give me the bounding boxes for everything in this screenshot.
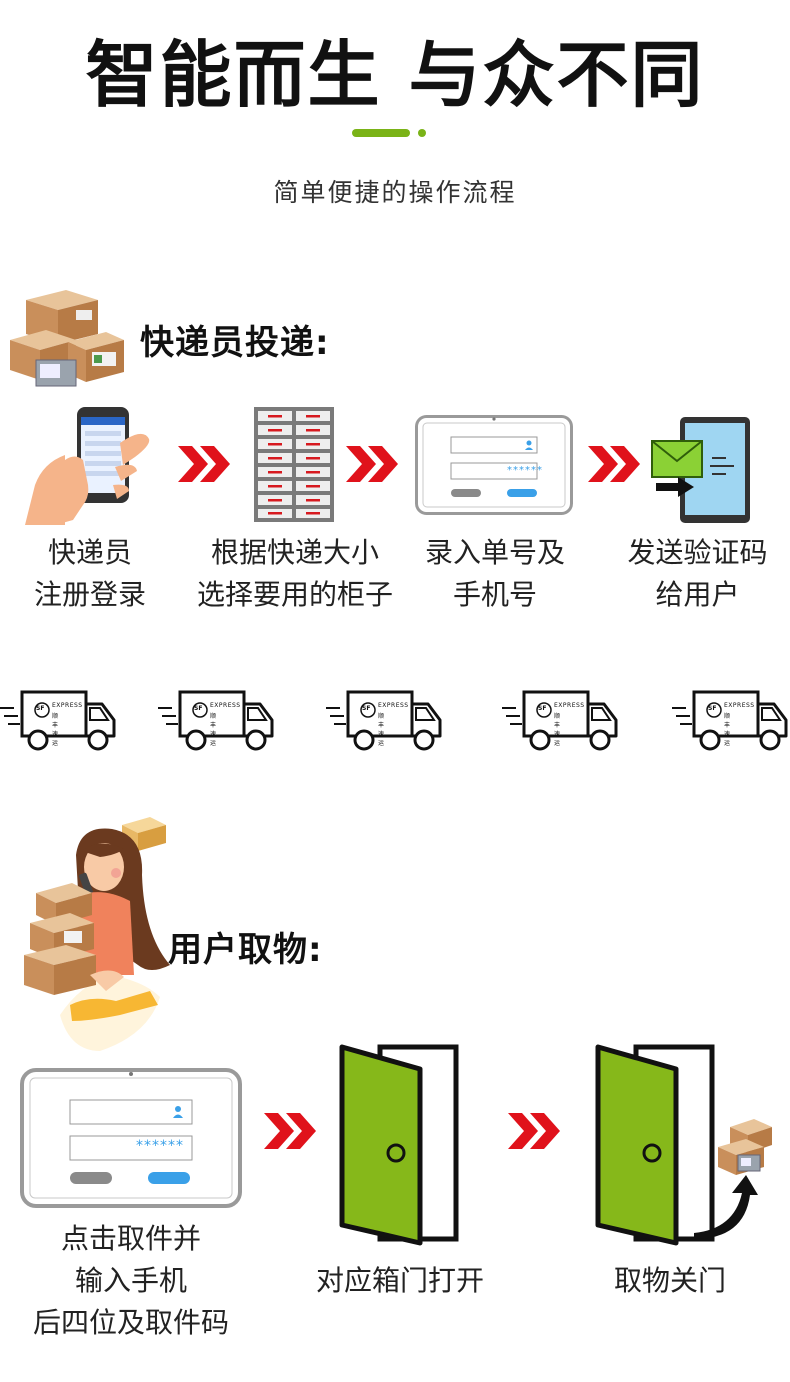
page-subtitle: 简单便捷的操作流程: [273, 178, 517, 207]
phone-login-icon: [25, 405, 155, 525]
title-underline: [352, 129, 410, 137]
close-door-icon: [594, 1043, 790, 1247]
courier-step-caption: 根据快递大小选择要用的柜子: [196, 536, 393, 611]
arrow-right-icon: [178, 446, 230, 482]
parcel-boxes-icon: [6, 282, 126, 387]
truck-brand-en: EXPRESS: [554, 702, 585, 709]
courier-heading: 快递员投递:: [140, 323, 330, 363]
courier-step-caption: 快递员注册登录: [33, 536, 146, 611]
user-step-caption: 取物关门: [613, 1264, 726, 1297]
truck-logo: SF: [708, 705, 717, 712]
locker-cabinet-icon: [254, 407, 334, 522]
arrow-right-icon: [588, 446, 640, 482]
delivery-trucks-row: SF EXPRESS 顺丰速运 SF EXPRESS 顺丰速运 SF EXPRESS 顺丰速…: [0, 686, 790, 756]
password-mask: ******: [136, 1138, 184, 1154]
truck-brand-cn: 顺丰速运: [210, 713, 217, 747]
open-door-icon: [338, 1043, 460, 1247]
user-step-caption: 对应箱门打开: [315, 1264, 484, 1297]
user-step-caption: 点击取件并输入手机后四位及取件码: [32, 1222, 229, 1339]
user-heading: 用户取物:: [168, 930, 323, 970]
arrow-right-icon: [508, 1113, 560, 1149]
truck-logo: SF: [36, 705, 45, 712]
send-code-icon: [650, 415, 760, 525]
truck-brand-en: EXPRESS: [378, 702, 409, 709]
arrow-right-icon: [346, 446, 398, 482]
truck-logo: SF: [538, 705, 547, 712]
page-title: 智能而生 与众不同: [85, 33, 705, 117]
truck-brand-en: EXPRESS: [210, 702, 241, 709]
courier-step-caption: 录入单号及手机号: [424, 536, 565, 611]
title-underline-dot: [418, 129, 426, 137]
truck-brand-cn: 顺丰速运: [52, 713, 59, 747]
courier-step-caption: 发送验证码给用户: [627, 536, 768, 611]
truck-brand-cn: 顺丰速运: [378, 713, 385, 747]
woman-with-parcels-illustration: [20, 815, 180, 1055]
truck-brand-en: EXPRESS: [52, 702, 83, 709]
tablet-form-icon: ******: [415, 415, 573, 515]
arrow-right-icon: [264, 1113, 316, 1149]
truck-brand-cn: 顺丰速运: [554, 713, 561, 747]
truck-brand-en: EXPRESS: [724, 702, 755, 709]
tablet-form-icon: ******: [20, 1068, 242, 1208]
truck-logo: SF: [194, 705, 203, 712]
truck-logo: SF: [362, 705, 371, 712]
truck-brand-cn: 顺丰速运: [724, 713, 731, 747]
password-mask: ******: [507, 465, 543, 476]
